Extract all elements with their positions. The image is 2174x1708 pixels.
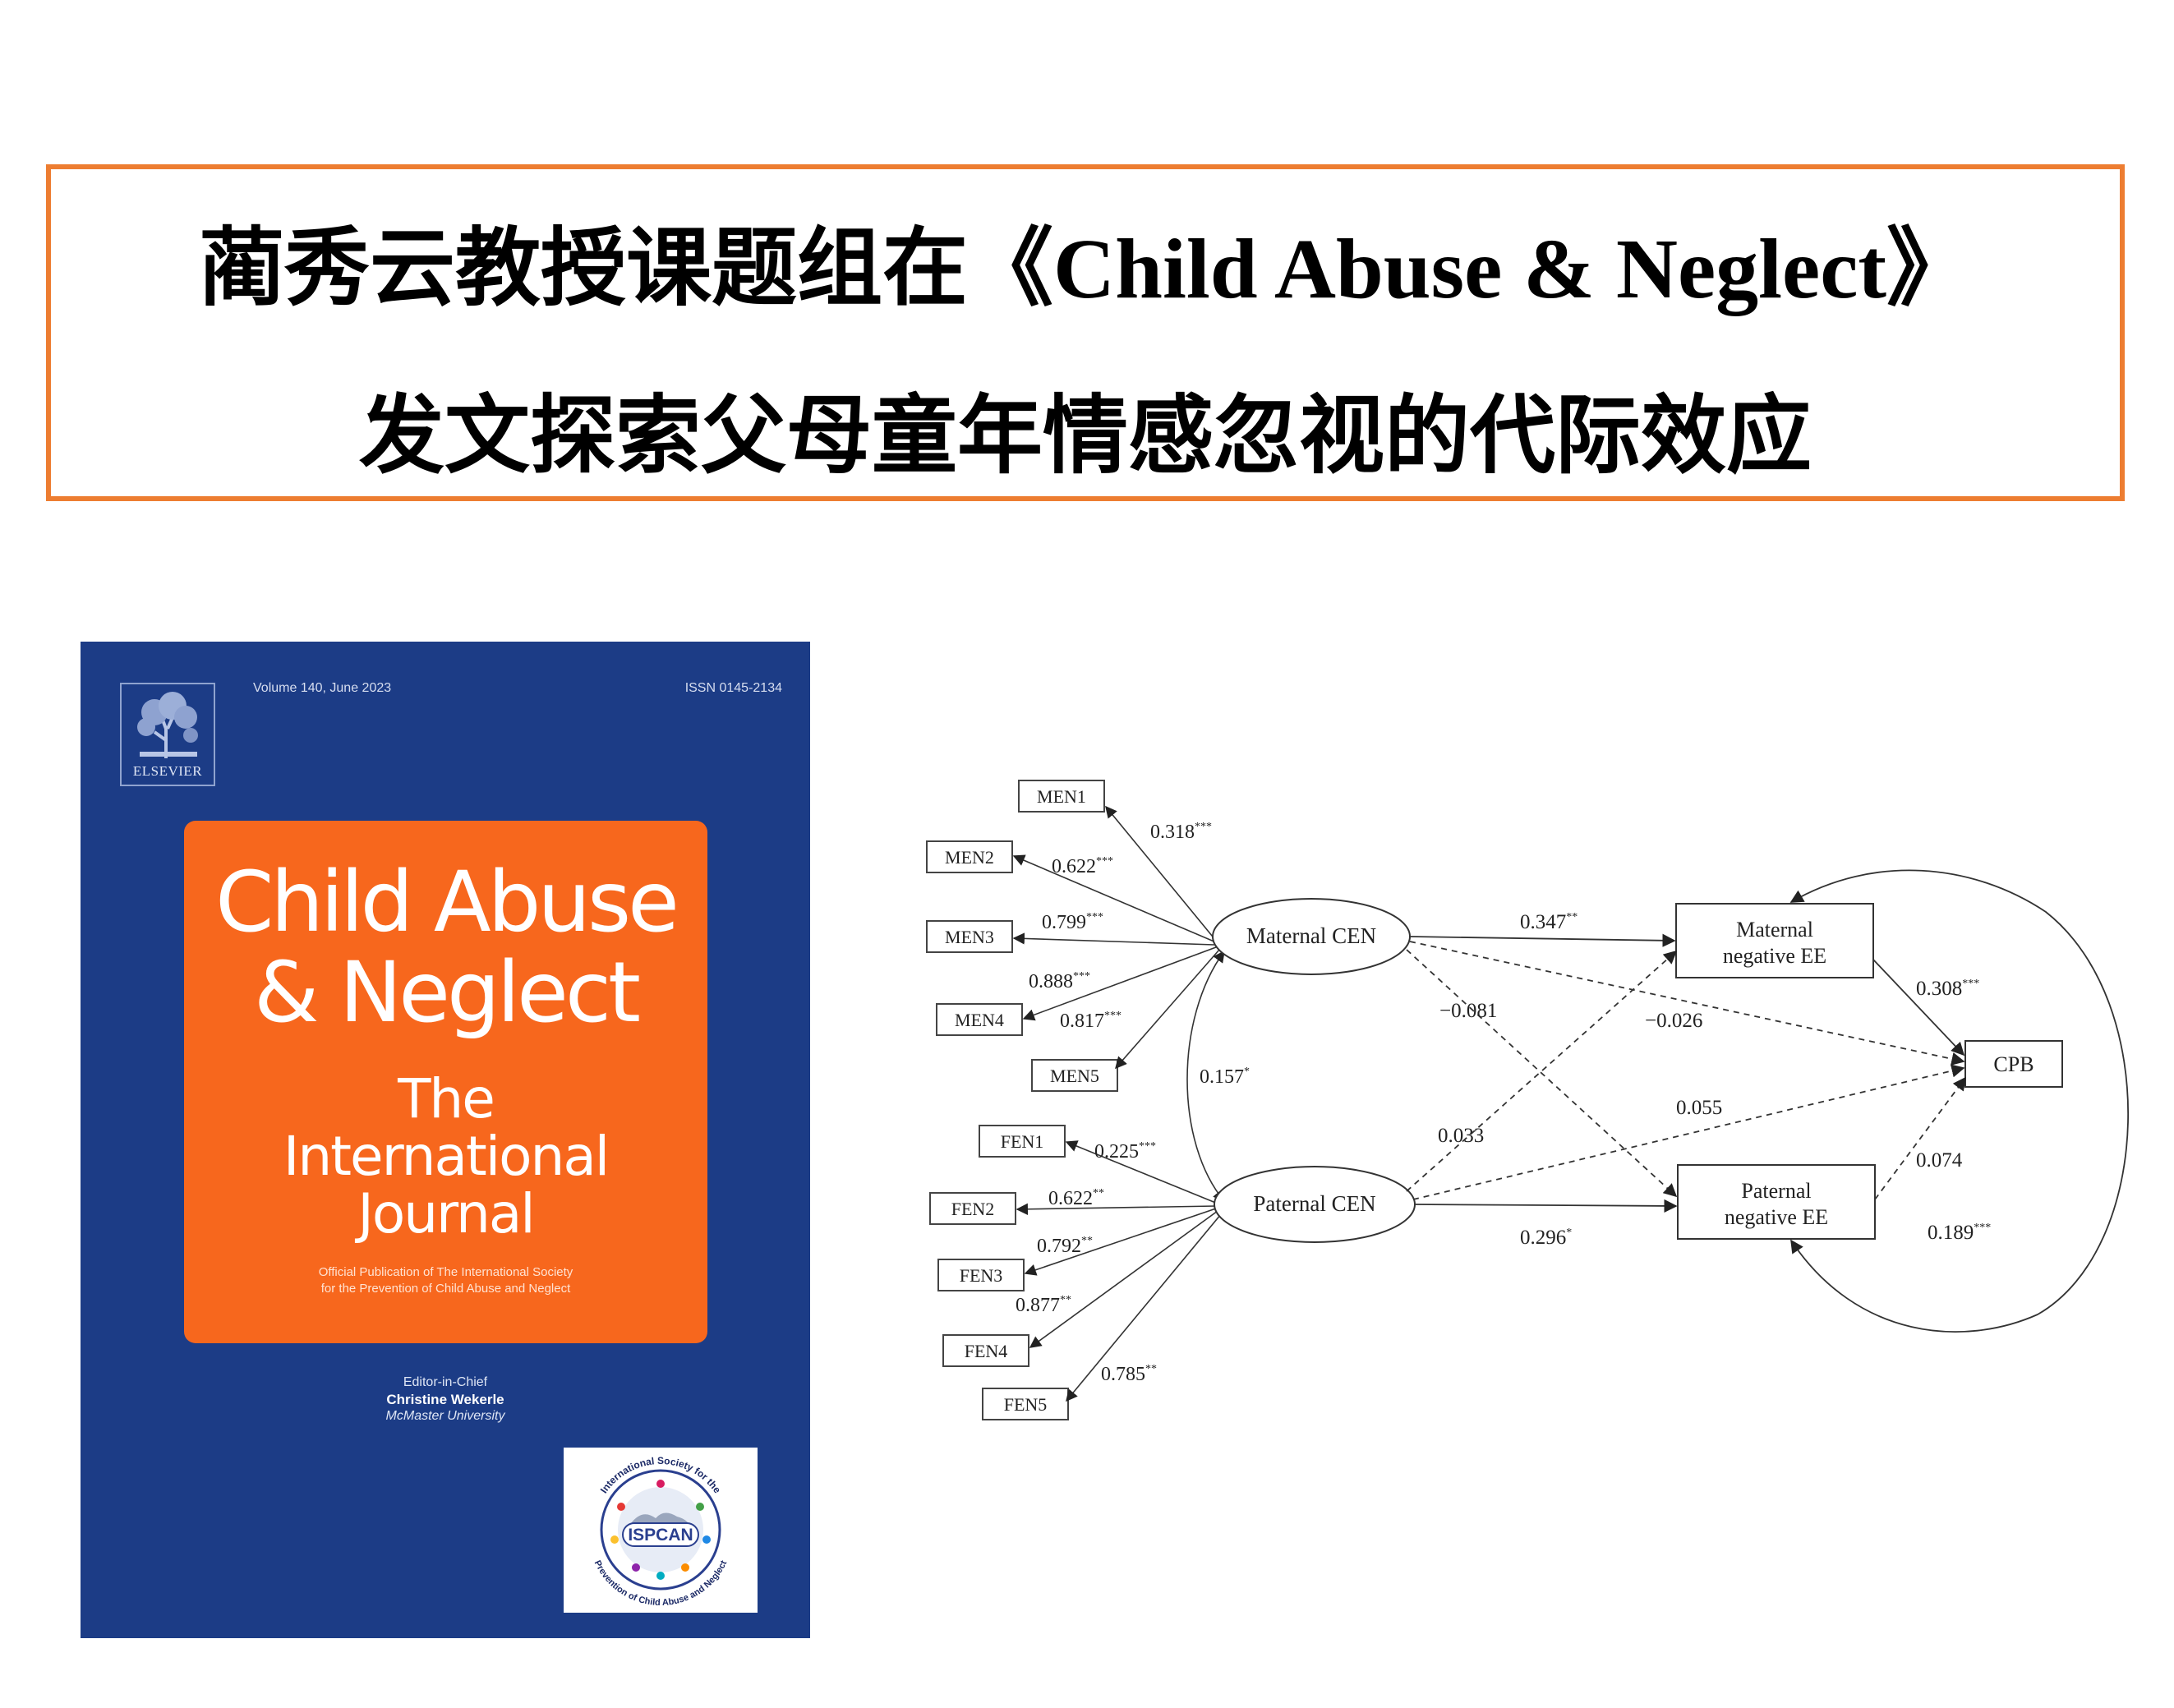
indicator-fen2: FEN2 bbox=[929, 1192, 1016, 1225]
svg-text:negative EE: negative EE bbox=[1725, 1205, 1828, 1229]
ispcan-emblem-icon: ISPCAN International Society for the Pre… bbox=[592, 1455, 730, 1608]
volume-info: Volume 140, June 2023 bbox=[253, 681, 392, 695]
coef-mee-cpb: 0.308*** bbox=[1916, 978, 1979, 1000]
coef-men1: 0.318*** bbox=[1150, 821, 1212, 843]
cover-subtitle-line-2: International bbox=[283, 1125, 610, 1188]
dashed-paths bbox=[1406, 941, 1966, 1200]
coef-fen2: 0.622** bbox=[1048, 1187, 1104, 1209]
elsevier-logo: ELSEVIER bbox=[120, 683, 215, 786]
coef-fen5: 0.785** bbox=[1101, 1363, 1157, 1385]
latent-paternal-cen: Paternal CEN bbox=[1214, 1166, 1416, 1243]
svg-text:Maternal: Maternal bbox=[1736, 918, 1813, 941]
headline-line-2: 发文探索父母童年情感忽视的代际效应 bbox=[358, 385, 1812, 486]
journal-cover: ELSEVIER Volume 140, June 2023 ISSN 0145… bbox=[81, 642, 810, 1638]
coef-fen3: 0.792** bbox=[1037, 1235, 1093, 1257]
indicator-fen3: FEN3 bbox=[937, 1259, 1025, 1291]
headline-prefix: 蔺秀云教授课题组在《 bbox=[198, 218, 1053, 318]
coef-pcen-mee: 0.033 bbox=[1438, 1125, 1484, 1147]
svg-text:MEN2: MEN2 bbox=[945, 847, 994, 868]
indicator-fen1: FEN1 bbox=[979, 1125, 1066, 1158]
loading-arrows bbox=[1012, 805, 1222, 1402]
ee-covariance-arc bbox=[1789, 869, 2129, 1333]
official-line-2: for the Prevention of Child Abuse and Ne… bbox=[320, 1282, 571, 1296]
outcome-cpb: CPB bbox=[1964, 1040, 2063, 1088]
ispcan-wordmark: ISPCAN bbox=[628, 1526, 693, 1545]
indicator-men3: MEN3 bbox=[926, 920, 1013, 953]
official-publication-note: Official Publication of The Internationa… bbox=[184, 1264, 707, 1297]
cover-subtitle-line-3: Journal bbox=[357, 1182, 535, 1245]
coef-men2: 0.622*** bbox=[1052, 855, 1113, 877]
indicator-fen4: FEN4 bbox=[942, 1334, 1029, 1367]
svg-text:Maternal CEN: Maternal CEN bbox=[1246, 923, 1376, 948]
sem-path-diagram: MEN1 MEN2 MEN3 MEN4 MEN5 FEN1 FEN2 FEN3 … bbox=[926, 780, 2129, 1420]
mediator-paternal-ee: Paternal negative EE bbox=[1677, 1164, 1876, 1240]
headline-journal-name: Child Abuse & Neglect bbox=[1053, 222, 1886, 316]
svg-text:Paternal: Paternal bbox=[1741, 1179, 1811, 1203]
headline-line-1: 蔺秀云教授课题组在《Child Abuse & Neglect》 bbox=[51, 225, 2120, 312]
coef-pcen-pee: 0.296* bbox=[1520, 1227, 1572, 1249]
coef-fen1: 0.225*** bbox=[1094, 1140, 1156, 1162]
solid-paths bbox=[1410, 933, 1965, 1213]
mediator-maternal-ee: Maternal negative EE bbox=[1675, 903, 1874, 978]
svg-text:FEN5: FEN5 bbox=[1004, 1394, 1048, 1415]
svg-text:MEN4: MEN4 bbox=[955, 1010, 1004, 1030]
coef-mcen-cpb: −0.026 bbox=[1645, 1010, 1702, 1032]
editor-affiliation: McMaster University bbox=[385, 1409, 505, 1423]
coef-ee-covariance: 0.189*** bbox=[1928, 1222, 1991, 1244]
indicator-fen5: FEN5 bbox=[982, 1388, 1069, 1420]
elsevier-tree-icon bbox=[137, 692, 198, 758]
coef-pee-cpb: 0.074 bbox=[1916, 1149, 1963, 1172]
coef-fen4: 0.877** bbox=[1016, 1294, 1071, 1316]
official-line-1: Official Publication of The Internationa… bbox=[318, 1265, 573, 1279]
indicator-men5: MEN5 bbox=[1031, 1059, 1118, 1092]
coef-men5: 0.817*** bbox=[1060, 1010, 1122, 1032]
cover-title-panel: Child Abuse & Neglect The International … bbox=[184, 821, 707, 1343]
editor-name: Christine Wekerle bbox=[386, 1392, 504, 1407]
cover-title-line-2: & Neglect bbox=[254, 944, 641, 1042]
latent-maternal-cen: Maternal CEN bbox=[1212, 898, 1411, 975]
svg-text:CPB: CPB bbox=[1993, 1052, 2034, 1076]
cover-title-line-1: Child Abuse bbox=[215, 854, 679, 951]
coef-mcen-mee: 0.347** bbox=[1520, 911, 1578, 933]
cover-subtitle-line-1: The bbox=[398, 1067, 495, 1130]
svg-text:MEN3: MEN3 bbox=[945, 927, 994, 947]
issn-info: ISSN 0145-2134 bbox=[684, 681, 782, 695]
svg-text:MEN1: MEN1 bbox=[1037, 786, 1086, 807]
coef-mcen-pee: −0.081 bbox=[1439, 1000, 1497, 1022]
editor-label: Editor-in-Chief bbox=[403, 1375, 488, 1389]
title-box: 蔺秀云教授课题组在《Child Abuse & Neglect》 发文探索父母童… bbox=[46, 164, 2125, 501]
coef-pcen-cpb: 0.055 bbox=[1676, 1097, 1722, 1119]
elsevier-wordmark: ELSEVIER bbox=[132, 763, 203, 779]
svg-text:FEN1: FEN1 bbox=[1001, 1131, 1044, 1152]
headline-suffix: 》 bbox=[1886, 218, 1973, 318]
ispcan-logo: ISPCAN International Society for the Pre… bbox=[564, 1448, 758, 1613]
coef-men3: 0.799*** bbox=[1042, 911, 1103, 933]
indicator-men2: MEN2 bbox=[926, 840, 1013, 873]
svg-text:MEN5: MEN5 bbox=[1050, 1066, 1099, 1086]
indicator-men1: MEN1 bbox=[1018, 780, 1105, 813]
svg-text:FEN4: FEN4 bbox=[965, 1341, 1008, 1361]
svg-text:negative EE: negative EE bbox=[1723, 944, 1826, 968]
cen-covariance-arc bbox=[1186, 950, 1225, 1203]
svg-text:FEN2: FEN2 bbox=[951, 1199, 995, 1219]
indicator-men4: MEN4 bbox=[936, 1003, 1023, 1036]
svg-text:Paternal CEN: Paternal CEN bbox=[1253, 1191, 1375, 1216]
svg-text:FEN3: FEN3 bbox=[960, 1265, 1003, 1286]
coef-cen-covariance: 0.157* bbox=[1200, 1066, 1250, 1088]
coef-men4: 0.888*** bbox=[1029, 970, 1090, 992]
